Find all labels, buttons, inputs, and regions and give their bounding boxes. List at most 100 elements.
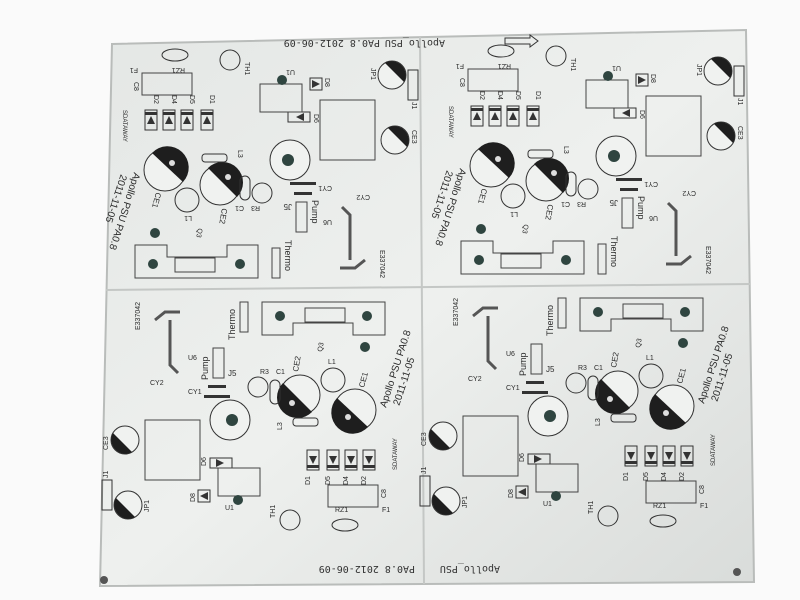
svg-text:CE3: CE3 — [421, 432, 428, 446]
ref-j1: J1 — [421, 467, 428, 475]
diode-d5: D5 — [506, 91, 521, 127]
svg-text:L3: L3 — [277, 422, 284, 430]
svg-text:D4: D4 — [170, 95, 177, 104]
panel-label-top: Apollo_PSU PA0.8 2012-06-09 — [284, 34, 539, 48]
silk-bar — [522, 391, 548, 394]
svg-text:D8: D8 — [508, 489, 515, 498]
capacitor-jp1: JP1 — [695, 56, 733, 86]
diode-d5: D5 — [643, 445, 658, 481]
connector-j8 — [239, 301, 249, 333]
silk-bar — [620, 188, 638, 191]
cert-label: E337042 — [704, 246, 711, 274]
ref-j5: J5 — [283, 202, 292, 211]
svg-text:L1: L1 — [510, 210, 518, 217]
connector-j5 — [212, 347, 225, 379]
capacitor-jp1: JP1 — [431, 486, 469, 516]
thermistor-th1 — [279, 509, 301, 531]
fuse-f1 — [467, 68, 519, 92]
diode-d1: D1 — [200, 95, 215, 131]
svg-text:CE3: CE3 — [410, 130, 417, 144]
varistor-rz1 — [161, 48, 189, 62]
svg-text:Q3: Q3 — [317, 342, 326, 353]
svg-text:C1: C1 — [235, 204, 244, 211]
svg-text:D1: D1 — [534, 91, 541, 100]
pcb-trace — [666, 201, 692, 266]
svg-text:JP1: JP1 — [462, 496, 469, 508]
mounting-hole — [360, 342, 370, 352]
panel-name: Apollo_PSU — [440, 563, 500, 574]
ref-u1: U1 — [612, 64, 621, 71]
svg-text:R3: R3 — [578, 365, 587, 372]
diode-d8: D8 — [190, 489, 211, 503]
inductor-l3: L3 — [595, 413, 637, 426]
diode-row: D1 D5 D4 D2 — [470, 91, 541, 127]
large-toroid — [209, 399, 251, 441]
thermo-label: Thermo — [283, 240, 293, 271]
svg-text:D2: D2 — [478, 91, 485, 100]
svg-text:CE3: CE3 — [736, 126, 743, 140]
ref-f1: F1 — [130, 66, 138, 73]
inductor-l1: L1 Q3 — [317, 342, 346, 393]
diode-row: D1 D5 D4 D2 — [144, 95, 215, 131]
svg-text:D5: D5 — [514, 91, 521, 100]
svg-text:Q3: Q3 — [520, 224, 529, 235]
ref-rz1: RZ1 — [653, 503, 666, 510]
ref-j1: J1 — [736, 98, 743, 106]
thermo-label: Thermo — [545, 305, 555, 336]
diode-d4: D4 — [488, 91, 503, 127]
inductor-l1: L1 Q3 — [174, 187, 203, 238]
svg-text:D1: D1 — [623, 472, 630, 481]
svg-text:D6: D6 — [638, 110, 645, 119]
ref-u1: U1 — [286, 68, 295, 75]
ref-u1: U1 — [543, 501, 552, 508]
cert-label: E337042 — [453, 298, 460, 326]
fuse-f1 — [141, 72, 193, 96]
ref-u6: U6 — [323, 218, 332, 225]
svg-text:D6: D6 — [312, 114, 319, 123]
capacitor-ce3: CE3 — [421, 421, 458, 451]
diode-row: D1 D5 D4 D2 — [305, 449, 376, 485]
ref-u6: U6 — [188, 355, 197, 362]
inductor-l1: L1 Q3 — [500, 183, 529, 235]
diode-d4: D4 — [661, 445, 676, 481]
silk-bar — [616, 178, 642, 181]
svg-text:D6: D6 — [201, 457, 208, 466]
connector-j1 — [407, 69, 419, 101]
regulator-pad — [174, 257, 216, 273]
arrow-icon — [504, 34, 539, 48]
svg-text:C1: C1 — [561, 200, 570, 207]
capacitor-ce2: CE2 — [525, 157, 570, 221]
svg-text:D5: D5 — [325, 476, 332, 485]
connector-j8 — [557, 297, 567, 329]
silk-bar — [208, 385, 226, 388]
ref-th1: TH1 — [270, 505, 277, 518]
mounting-hole — [275, 311, 285, 321]
ref-cy2: CY2 — [468, 376, 482, 383]
connector-j1 — [733, 65, 745, 97]
panel-revision: PA0.8 2012-06-09 — [284, 37, 380, 48]
diode-d4: D4 — [162, 95, 177, 131]
transformer-outline — [144, 419, 201, 481]
diode-d8: D8 — [508, 485, 529, 499]
capacitor-jp1: JP1 — [113, 490, 151, 520]
svg-text:D5: D5 — [188, 95, 195, 104]
svg-text:JP1: JP1 — [695, 64, 702, 76]
large-toroid — [269, 139, 311, 181]
heatsink-outline — [460, 240, 585, 275]
heatsink-outline — [134, 244, 259, 279]
fuse-f1 — [645, 480, 697, 504]
mounting-hole — [233, 495, 243, 505]
h-score-line — [105, 283, 751, 291]
svg-text:L1: L1 — [646, 355, 654, 362]
capacitor-ce3: CE3 — [103, 425, 140, 455]
capacitor-ce1: CE1 — [331, 371, 377, 434]
pcb-trace — [472, 306, 498, 371]
pump-label: Pump — [636, 196, 646, 220]
inductor-l3: L3 — [527, 146, 569, 159]
mounting-hole — [678, 338, 688, 348]
brand-label: SDATAWAY — [393, 438, 399, 470]
svg-text:D1: D1 — [305, 476, 312, 485]
cert-label: E337042 — [135, 302, 142, 330]
